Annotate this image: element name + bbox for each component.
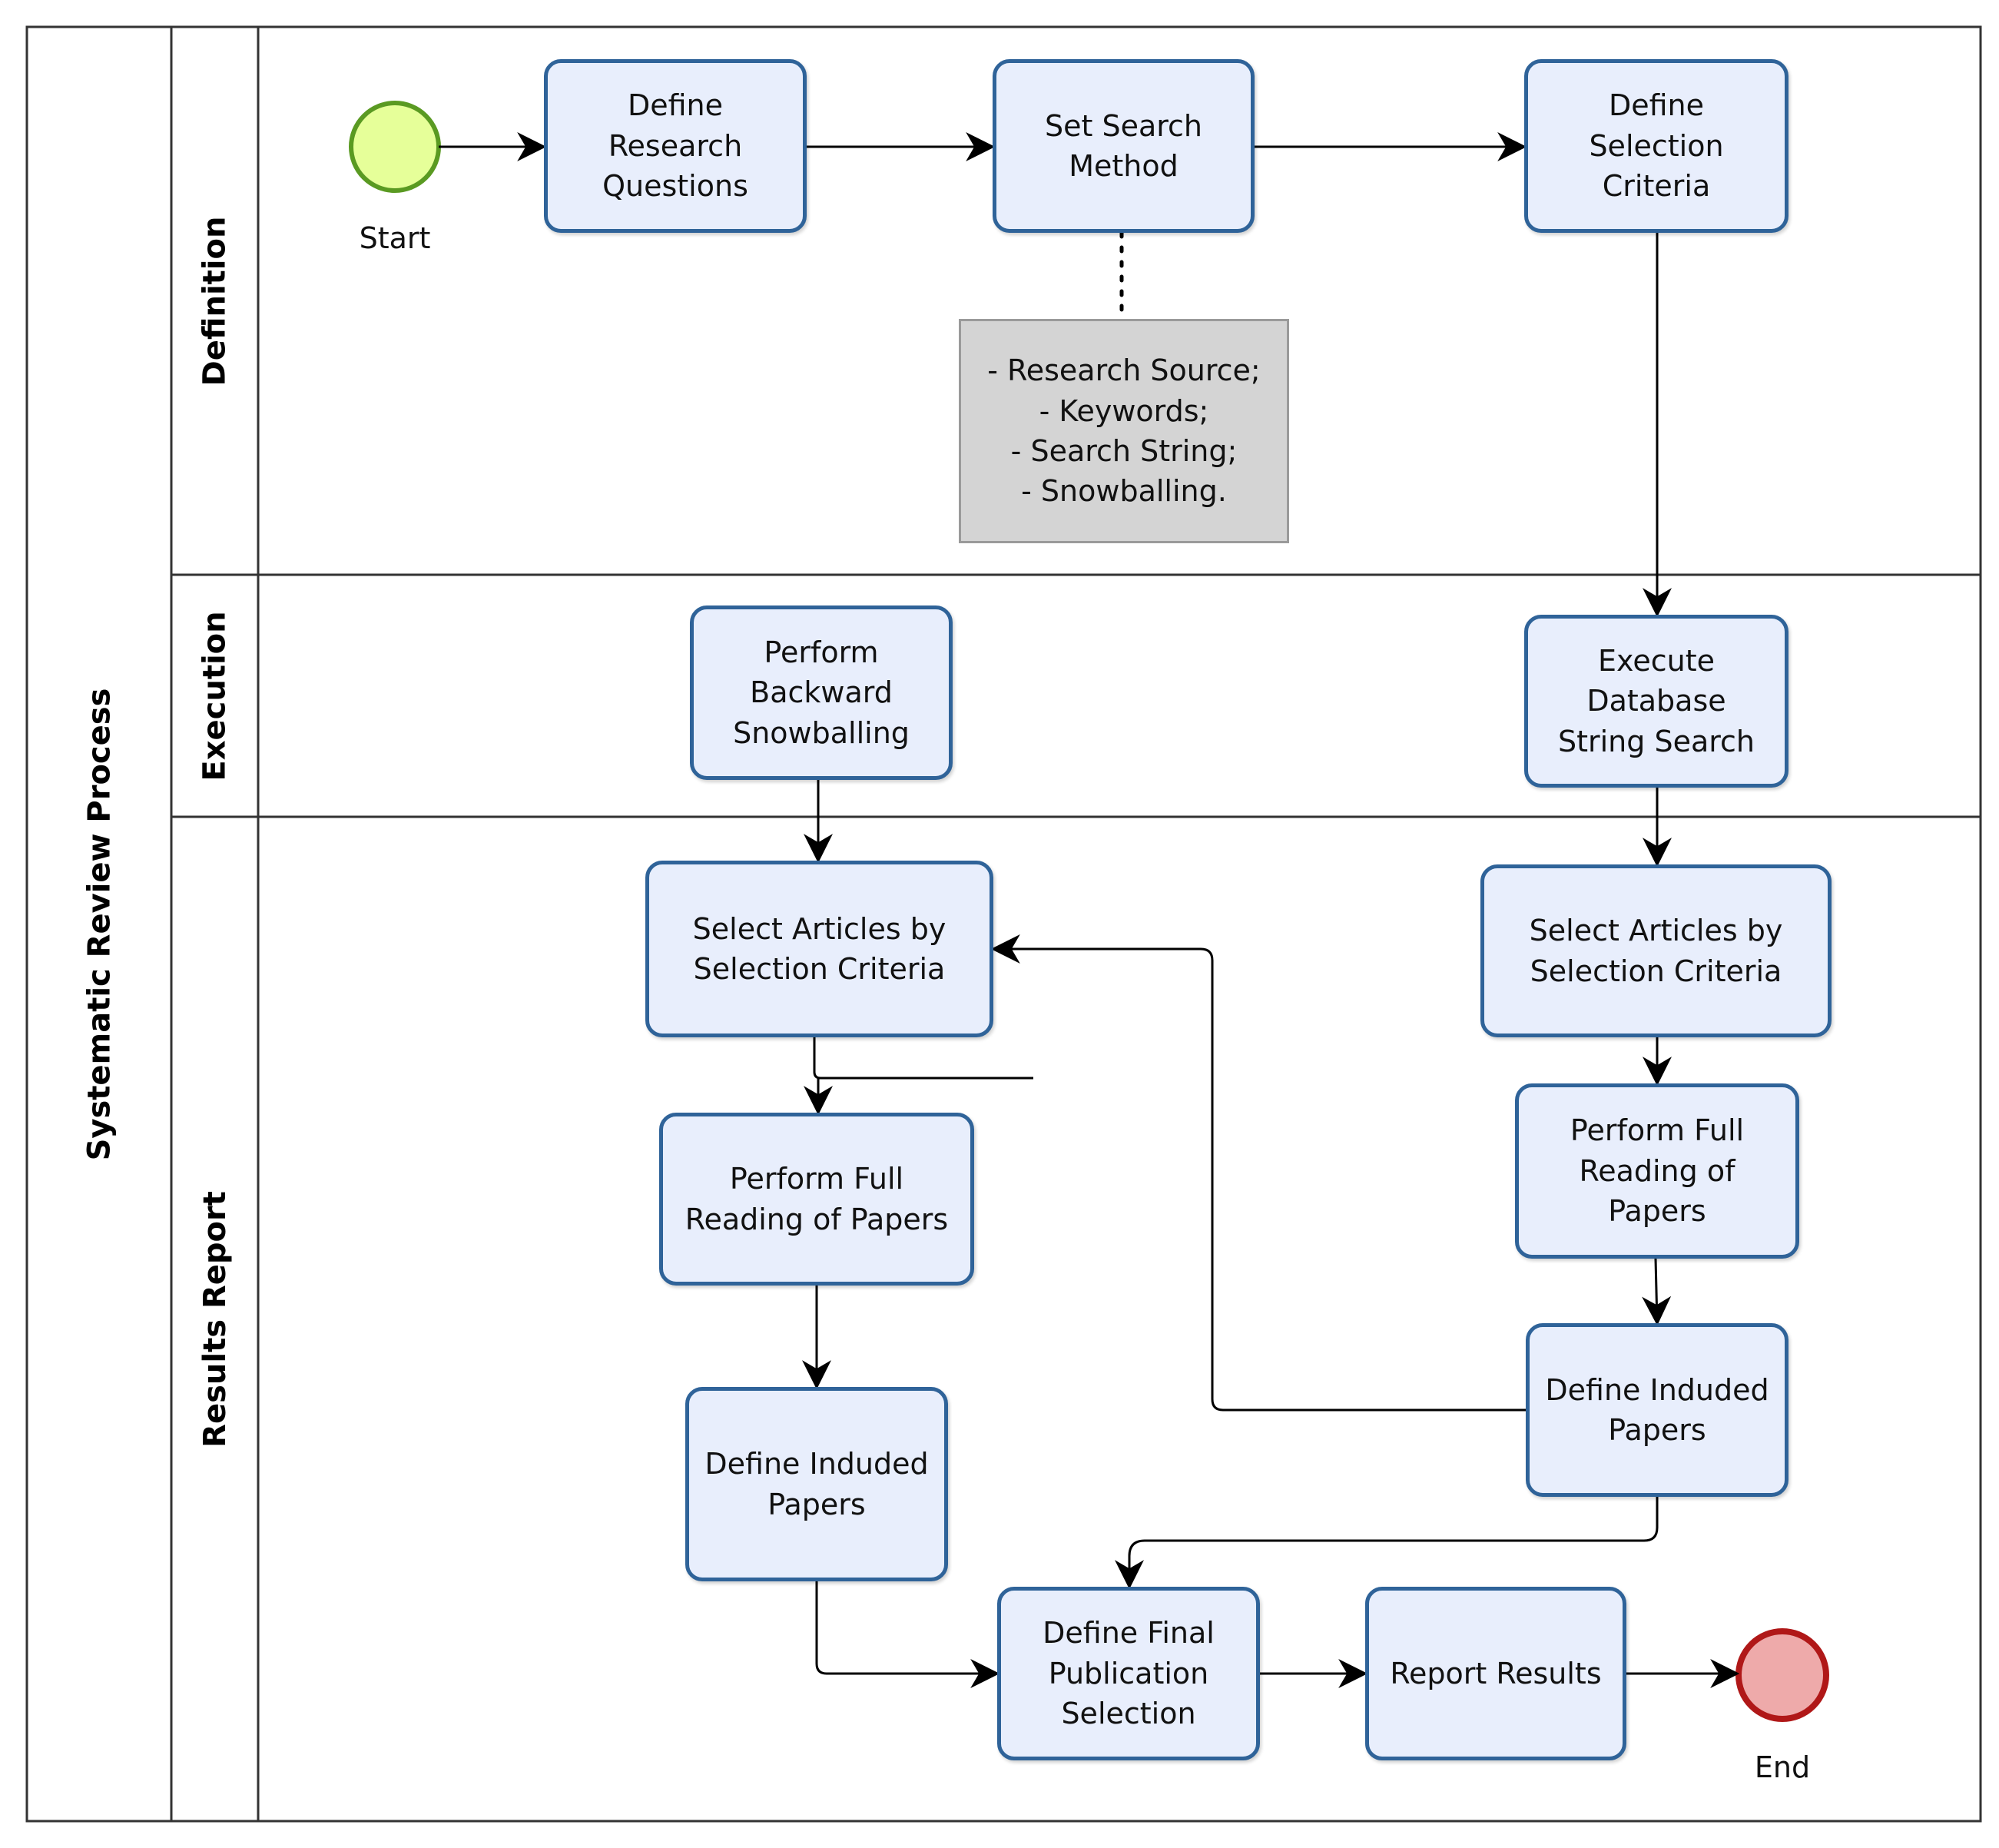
flow-included-left-to-final [815,1581,1000,1688]
end-label: End [1754,1750,1811,1784]
pool-title: Systematic Review Process [81,688,118,1160]
lane-label-results-report: Results Report [197,1190,233,1448]
task-execute-database-string-search[interactable]: Execute Database String Search [1524,615,1788,788]
flow-reading-to-included-right [1642,1258,1672,1326]
lane-label-definition: Definition [197,216,233,386]
start-label: Start [359,221,431,255]
pool-border [25,25,1982,1823]
task-define-final-publication-selection[interactable]: Define Final Publication Selection [997,1587,1260,1760]
task-perform-backward-snowballing[interactable]: Perform Backward Snowballing [690,605,953,780]
end-event [1735,1628,1829,1722]
task-perform-full-reading-left[interactable]: Perform Full Reading of Papers [659,1113,974,1286]
flow-included-right-to-final [1115,1497,1659,1590]
task-define-selection-criteria[interactable]: Define Selection Criteria [1524,59,1788,233]
annotation-search-method-details: - Research Source; - Keywords; - Search … [959,319,1289,543]
task-report-results[interactable]: Report Results [1365,1587,1626,1760]
task-set-search-method[interactable]: Set Search Method [993,59,1255,233]
task-define-included-left[interactable]: Define Induded Papers [685,1387,948,1581]
start-event [349,101,441,193]
lane-label-execution: Execution [197,610,233,781]
task-define-included-right[interactable]: Define Induded Papers [1526,1323,1788,1497]
task-perform-full-reading-right[interactable]: Perform Full Reading of Papers [1515,1083,1799,1259]
task-select-articles-right[interactable]: Select Articles by Selection Criteria [1480,864,1832,1037]
task-select-articles-left[interactable]: Select Articles by Selection Criteria [645,861,993,1037]
flow-included-right-to-select-left [990,934,1526,1412]
flow-select-to-reading-left [814,1037,1033,1113]
task-define-research-questions[interactable]: Define Research Questions [544,59,807,233]
